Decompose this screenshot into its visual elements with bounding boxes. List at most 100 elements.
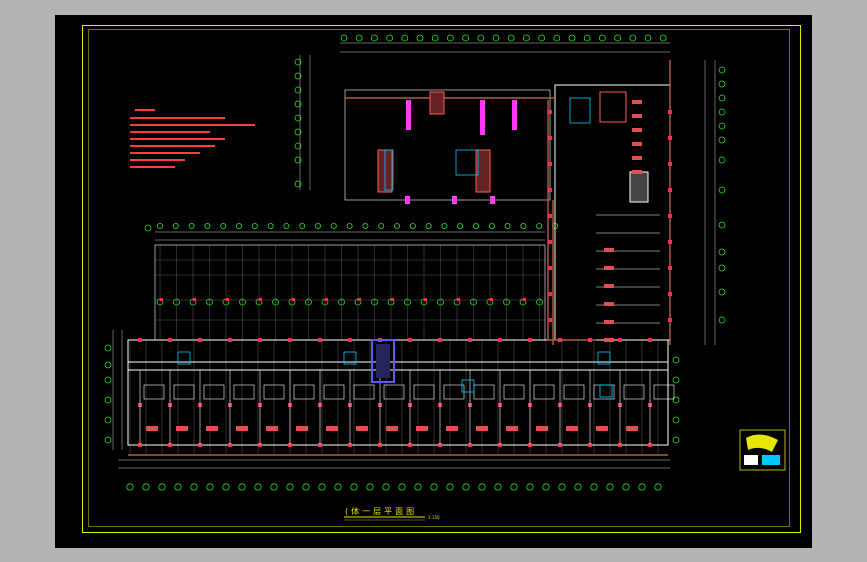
grid-bubble bbox=[299, 222, 306, 229]
grid-bubble bbox=[672, 436, 680, 444]
grid-bubble bbox=[520, 222, 527, 229]
grid-bubble bbox=[644, 34, 652, 42]
grid-bubble bbox=[478, 483, 486, 491]
grid-bubble bbox=[538, 34, 545, 42]
grid-bubble bbox=[416, 34, 424, 42]
grid-bubble bbox=[462, 483, 470, 491]
grid-bubble bbox=[638, 483, 646, 491]
grid-bubble bbox=[718, 108, 726, 116]
grid-bubble bbox=[672, 356, 680, 364]
grid-bubble bbox=[718, 248, 726, 256]
grid-bubble bbox=[446, 483, 454, 491]
grid-bubble bbox=[370, 34, 378, 42]
drawing-sheet: (体一层平面图 1:150 bbox=[55, 15, 812, 548]
grid-bubble bbox=[654, 483, 662, 491]
grid-bubble bbox=[104, 361, 112, 369]
grid-bubble bbox=[590, 483, 598, 491]
grid-bubble bbox=[457, 222, 464, 229]
side-grid-bubbles bbox=[104, 58, 726, 444]
grid-bubble bbox=[430, 483, 438, 491]
grid-bubble bbox=[350, 483, 358, 491]
grid-bubble bbox=[251, 222, 258, 229]
grid-bubble bbox=[494, 483, 502, 491]
grid-bubble bbox=[294, 156, 302, 164]
grid-bubble bbox=[401, 34, 409, 42]
grid-bubble bbox=[340, 34, 348, 42]
grid-bubble bbox=[492, 34, 500, 42]
grid-bubble bbox=[510, 483, 518, 491]
grid-bubble bbox=[158, 483, 166, 491]
grid-bubble bbox=[425, 222, 432, 229]
grid-bubble bbox=[318, 483, 326, 491]
grid-bubble bbox=[504, 222, 511, 229]
grid-bubble bbox=[718, 221, 726, 229]
grid-bubble bbox=[362, 222, 369, 229]
grid-bubble bbox=[314, 222, 321, 229]
grid-bubble bbox=[294, 142, 302, 150]
grid-bubble bbox=[104, 436, 112, 444]
grid-bubble bbox=[477, 34, 485, 42]
dimension-lines bbox=[112, 42, 716, 469]
grid-bubble bbox=[382, 483, 390, 491]
grid-bubble bbox=[104, 416, 112, 424]
grid-bubble bbox=[542, 483, 550, 491]
grid-bubble bbox=[622, 483, 630, 491]
grid-bubble bbox=[718, 316, 726, 324]
grid-bubble bbox=[718, 80, 726, 88]
grid-bubble bbox=[599, 34, 606, 42]
grid-bubble bbox=[398, 483, 406, 491]
grid-bubble bbox=[583, 34, 591, 42]
grid-bubble bbox=[718, 66, 726, 74]
design-notes bbox=[130, 109, 255, 168]
grid-bubble bbox=[568, 34, 576, 42]
grid-bubble bbox=[472, 222, 479, 229]
room-labels bbox=[146, 100, 642, 431]
structural-columns bbox=[138, 110, 672, 447]
grid-bubble bbox=[235, 222, 242, 229]
grid-bubble bbox=[659, 34, 667, 42]
grid-bubble bbox=[204, 222, 211, 229]
grid-bubble bbox=[294, 180, 302, 188]
grid-bubble bbox=[488, 222, 495, 229]
exterior-brown-walls bbox=[128, 60, 671, 456]
grid-bubble bbox=[441, 222, 448, 229]
grid-bubble bbox=[462, 34, 470, 42]
grid-bubble bbox=[267, 222, 274, 229]
grid-bubble bbox=[294, 100, 302, 108]
grid-bubble bbox=[104, 376, 112, 384]
grid-bubble bbox=[220, 222, 227, 229]
grid-bubble bbox=[386, 34, 394, 42]
grid-bubble bbox=[536, 222, 543, 229]
grid-bubble bbox=[672, 396, 680, 404]
grid-bubble bbox=[409, 222, 416, 229]
magenta-annotations bbox=[405, 100, 517, 204]
grid-bubble bbox=[174, 483, 182, 491]
grid-bubble bbox=[286, 483, 294, 491]
grid-bubble bbox=[294, 128, 302, 136]
grid-bubble bbox=[104, 344, 112, 352]
grid-bubble bbox=[523, 34, 530, 42]
grid-bubble bbox=[142, 483, 150, 491]
grid-bubble bbox=[718, 156, 726, 164]
drawing-scale: 1:150 bbox=[428, 515, 440, 520]
grid-bubble bbox=[156, 222, 163, 229]
grid-bubble bbox=[366, 483, 374, 491]
grid-bubble bbox=[294, 86, 302, 94]
grid-bubble bbox=[558, 483, 566, 491]
grid-bubble bbox=[378, 222, 385, 229]
grid-bubble bbox=[144, 224, 152, 232]
grid-bubble bbox=[614, 34, 621, 42]
bottom-grid-bubbles bbox=[126, 483, 662, 491]
top-grid-bubbles bbox=[156, 34, 667, 306]
grid-bubble bbox=[302, 483, 310, 491]
grid-bubble bbox=[330, 222, 337, 229]
floor-plan-drawing: (体一层平面图 1:150 bbox=[82, 25, 801, 533]
grid-bubble bbox=[553, 34, 561, 42]
grid-bubble bbox=[718, 94, 726, 102]
grid-bubble bbox=[294, 58, 302, 66]
grid-bubble bbox=[507, 34, 515, 42]
key-plan bbox=[739, 429, 786, 471]
grid-bubble bbox=[188, 222, 195, 229]
grid-bubble bbox=[526, 483, 534, 491]
